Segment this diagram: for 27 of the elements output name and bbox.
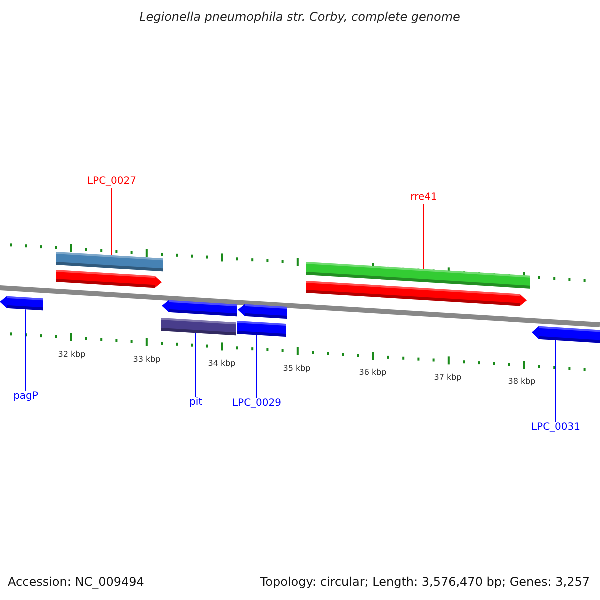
gene-block [306,262,530,289]
footer-text: Topology: circular; Length: 3,576,470 bp; Genes: 3,257 [260,575,590,589]
gene-block [237,321,286,338]
gene-block [56,270,162,288]
gene-block [532,326,600,344]
leader-line [256,334,258,398]
axis-label: 32 kbp [58,350,86,360]
gene-block [0,296,43,311]
gene-block [56,252,163,272]
axis-label: 35 kbp [283,364,311,374]
axis-label: 34 kbp [208,359,236,369]
gene-label: LPC_0027 [87,176,137,188]
gene-label: LPC_0029 [232,398,282,410]
gene-label: LPC_0031 [531,422,581,434]
gene-block [306,281,527,306]
axis-label: 38 kbp [508,377,536,387]
axis-label: 36 kbp [359,368,387,378]
gene-block [162,300,237,317]
footer-text: Accession: NC_009494 [8,575,144,589]
axis-label: 33 kbp [133,355,161,365]
axis-label: 37 kbp [434,373,462,383]
gene-label: pit [189,397,203,409]
gene-label: rre41 [410,192,438,204]
gene-block [161,318,236,336]
gene-label: pagP [14,391,38,403]
gene-block [238,304,287,320]
title: Legionella pneumophila str. Corby, complete genome [138,10,462,24]
